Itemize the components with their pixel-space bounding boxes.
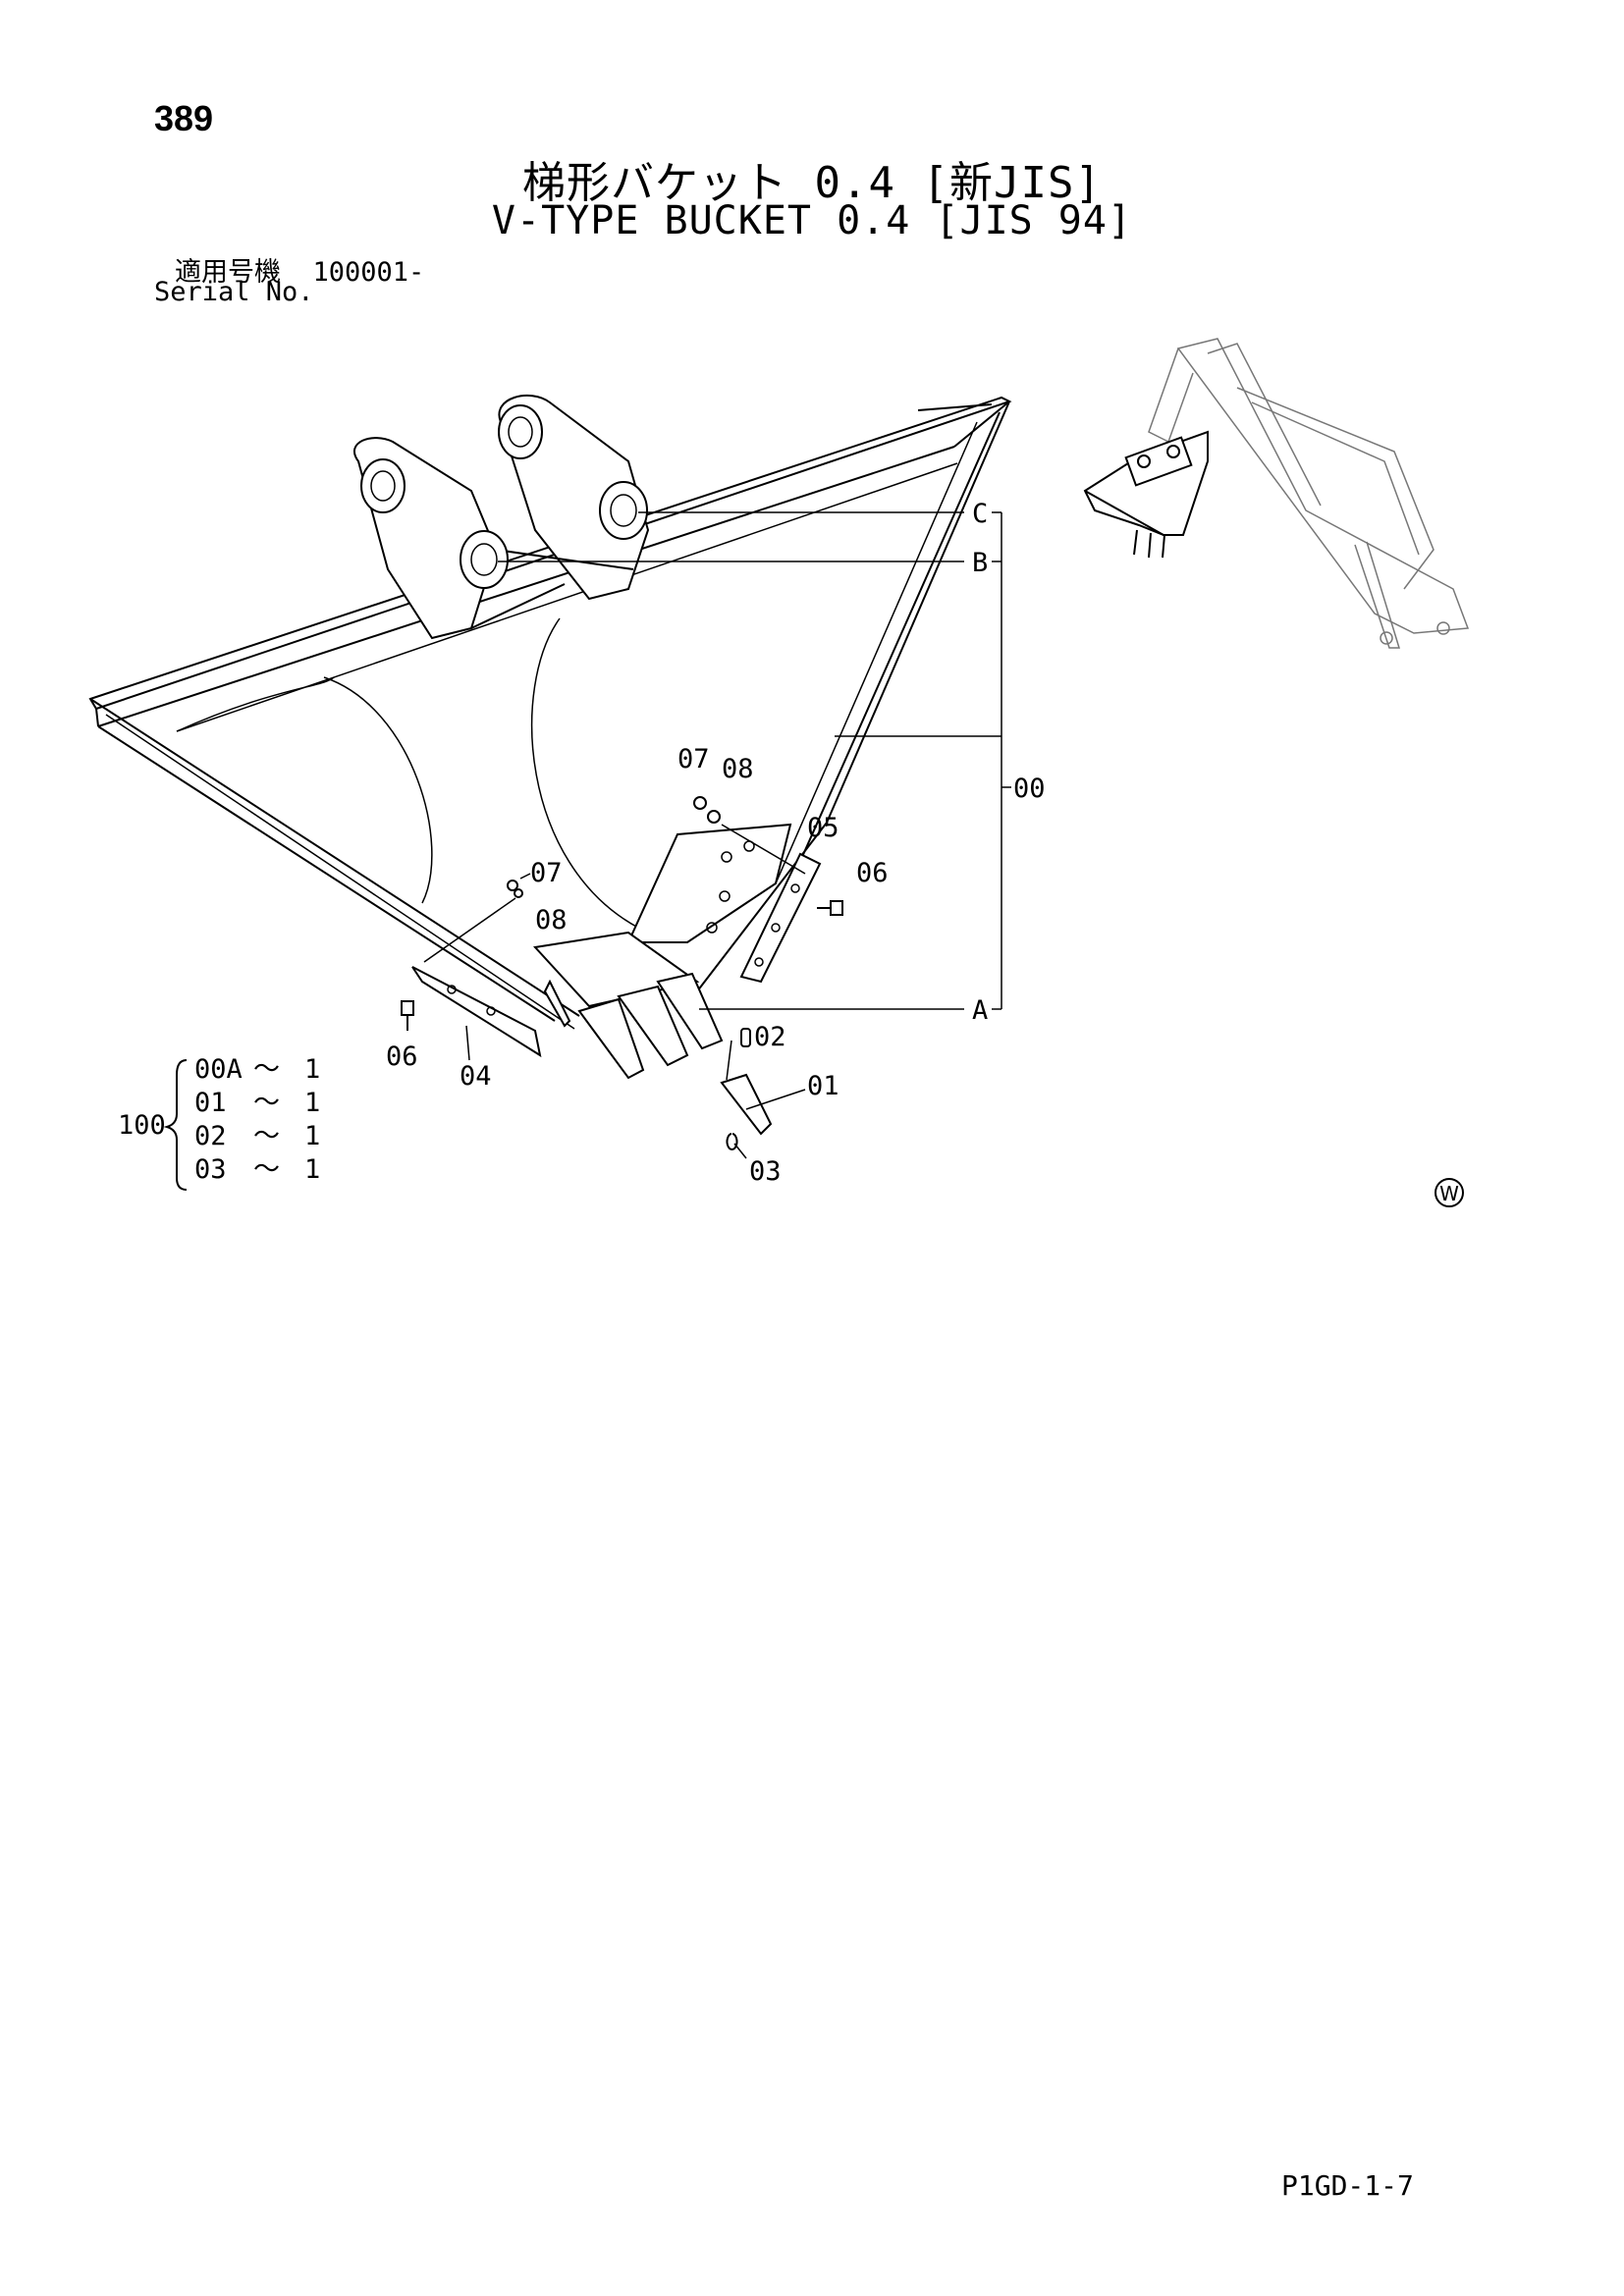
assembly-row-part: 03	[194, 1154, 227, 1185]
footer-code: P1GD-1-7	[1281, 2169, 1414, 2202]
assembly-row-sep: 〜	[253, 1121, 280, 1151]
w-mark-letter: W	[1439, 1182, 1459, 1205]
assembly-list: 100 00A 〜 1 01 〜 1 02 〜 1 03 〜 1	[118, 1054, 320, 1191]
lock-03	[726, 1133, 738, 1150]
w-mark-icon: W	[1435, 1178, 1464, 1207]
excavator-arm-sketch	[1083, 338, 1470, 649]
callout-group-00: 00	[1013, 774, 1046, 804]
callout-C: C	[972, 499, 988, 529]
callout-labels: C B 00 A 07 08 05 06 07 08 06 04 02 01 0…	[386, 499, 1046, 1187]
bolt-06-left	[401, 1000, 414, 1031]
callout-08-upper: 08	[722, 754, 754, 784]
serial-label-english: Serial No.	[154, 277, 314, 307]
callout-07-upper: 07	[677, 744, 710, 774]
bucket-drawing	[88, 394, 1012, 1150]
callout-08-lower: 08	[535, 905, 568, 935]
tooth-01	[720, 1073, 773, 1136]
callout-01: 01	[807, 1071, 839, 1101]
assembly-row-sep: 〜	[253, 1088, 280, 1118]
callout-04: 04	[460, 1061, 492, 1092]
assembly-row-qty: 1	[304, 1154, 320, 1185]
assembly-id: 100	[118, 1110, 166, 1141]
assembly-row-sep: 〜	[253, 1154, 280, 1185]
assembly-brace	[163, 1059, 188, 1191]
callout-06-left: 06	[386, 1041, 418, 1072]
page-number: 389	[154, 98, 214, 138]
assembly-row-part: 01	[194, 1088, 227, 1118]
pin-02	[740, 1028, 751, 1047]
callout-02: 02	[754, 1022, 786, 1052]
callout-03: 03	[749, 1156, 782, 1187]
assembly-row-qty: 1	[304, 1054, 320, 1085]
serial-label-japanese: 適用号機 100001-	[175, 250, 424, 289]
title-japanese: 梯形バケット 0.4 [新JIS]	[522, 158, 1102, 208]
bolt-06-right	[817, 900, 843, 916]
assembly-row-qty: 1	[304, 1121, 320, 1151]
serial-label-jp-text: 適用号機	[175, 257, 281, 288]
callout-06-right: 06	[856, 858, 889, 888]
assembly-row-part: 02	[194, 1121, 227, 1151]
callout-05: 05	[807, 813, 839, 843]
assembly-row-qty: 1	[304, 1088, 320, 1118]
serial-value: 100001-	[312, 257, 425, 288]
callout-07-lower: 07	[530, 858, 563, 888]
callout-B: B	[972, 548, 988, 578]
callout-A: A	[972, 995, 988, 1026]
assembly-row-sep: 〜	[253, 1054, 280, 1085]
title-english: V-TYPE BUCKET 0.4 [JIS 94]	[491, 198, 1133, 243]
leader-lines	[423, 511, 1011, 1159]
assembly-row-part: 00A	[194, 1054, 243, 1085]
